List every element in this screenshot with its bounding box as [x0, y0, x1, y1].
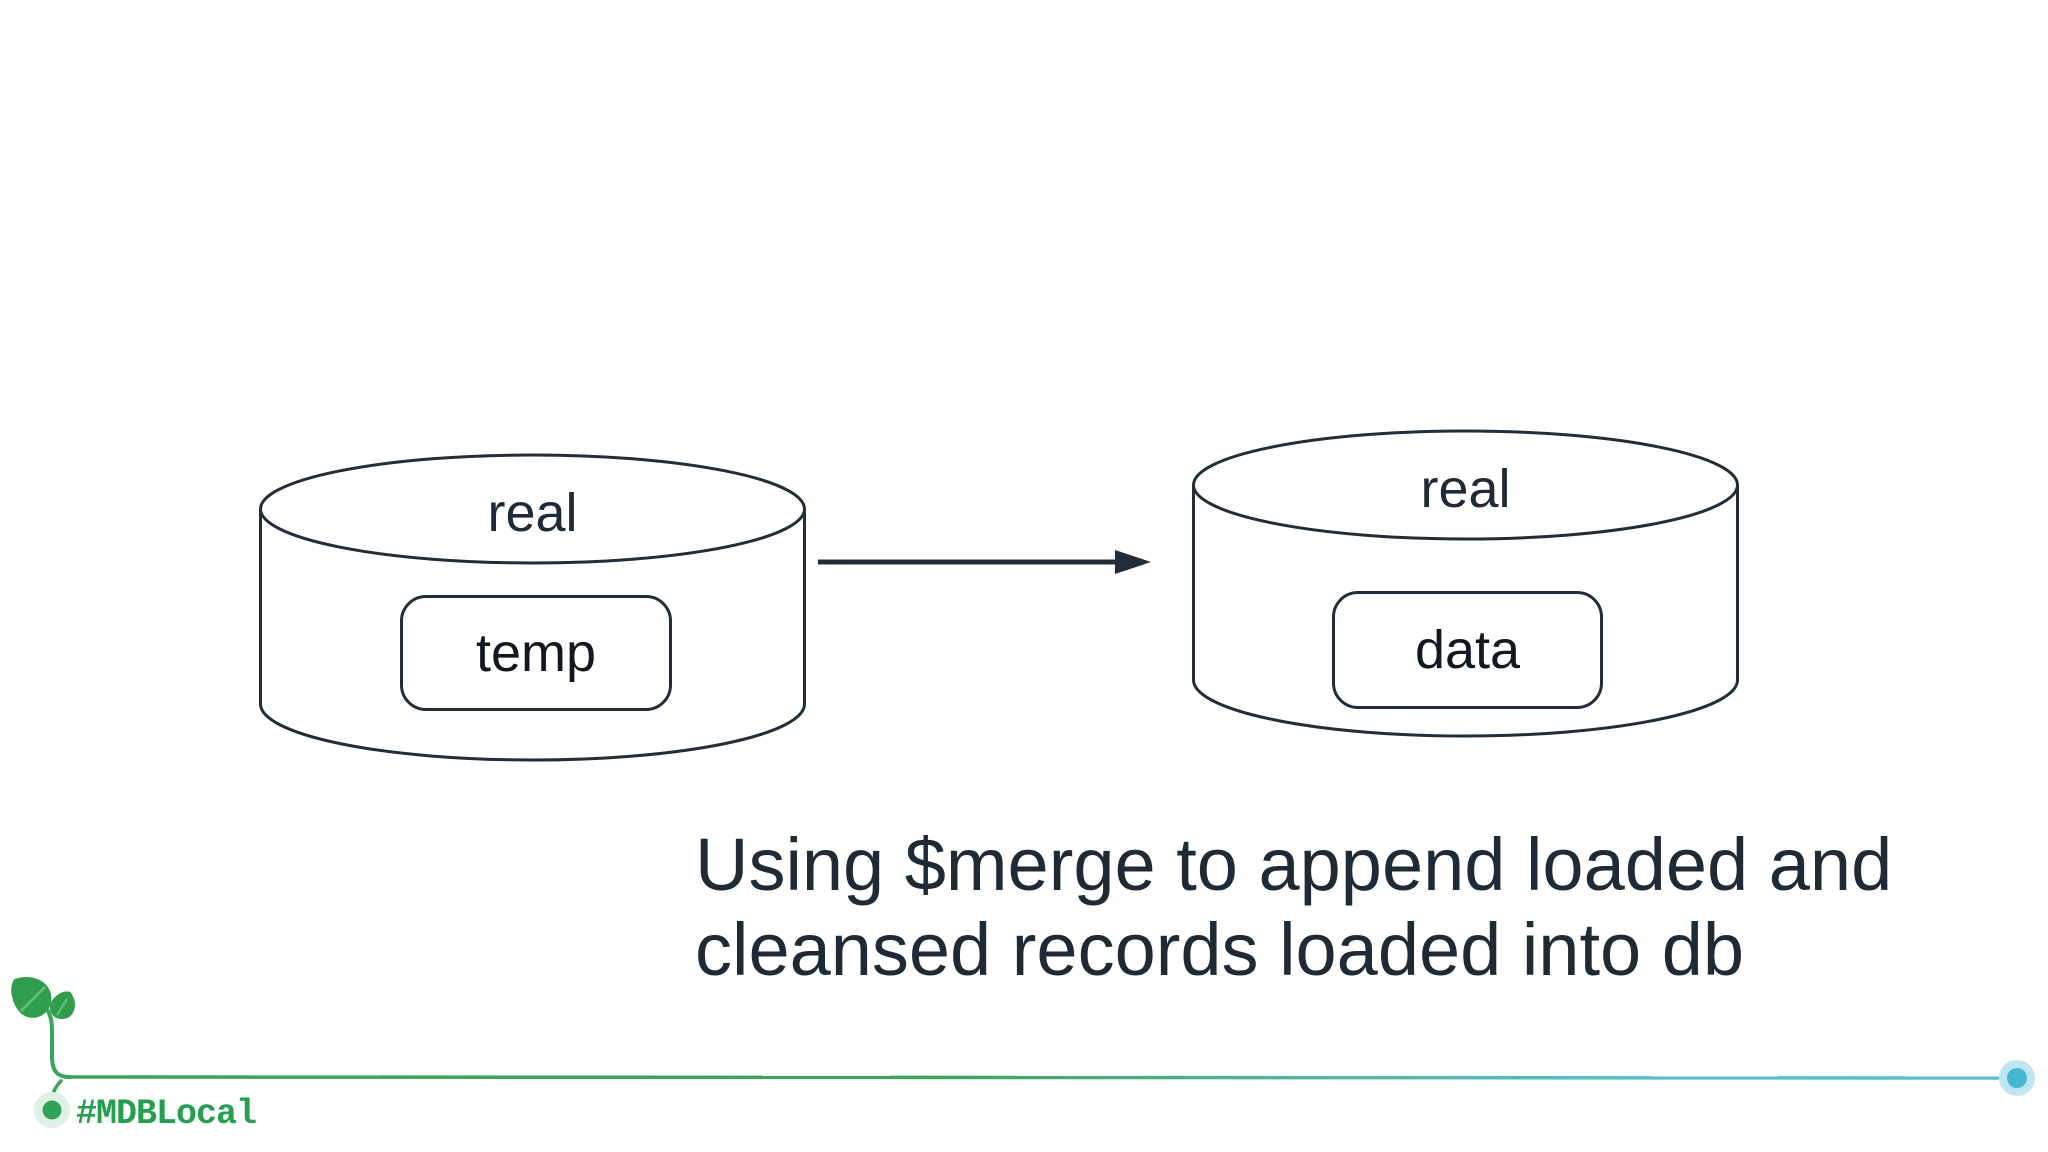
caption-line-1: Using $merge to append loaded and [695, 823, 1893, 906]
green-dot-halo [34, 1092, 70, 1128]
merge-arrow-icon [818, 550, 1151, 574]
right-collection-box: data [1332, 591, 1603, 709]
right-collection-name: data [1414, 620, 1521, 680]
teal-endpoint-dot-icon [1999, 1060, 2035, 1096]
left-collection-name: temp [475, 623, 597, 683]
footer-decoration [11, 977, 2035, 1128]
database-cylinder-left: real temp [258, 452, 807, 768]
footer-rule-line [63, 1075, 2009, 1080]
green-endpoint-dot [42, 1100, 62, 1120]
left-collection-box: temp [400, 595, 672, 711]
caption-line-2: cleansed records loaded into db [695, 908, 1745, 991]
left-db-name: real [487, 483, 578, 543]
sprout-icon [11, 977, 75, 1128]
database-cylinder-right: real data [1191, 428, 1740, 744]
event-hashtag: #MDBLocal [76, 1094, 257, 1134]
right-db-name: real [1420, 459, 1511, 519]
slide-caption: Using $merge to append loaded and cleans… [695, 822, 1892, 992]
